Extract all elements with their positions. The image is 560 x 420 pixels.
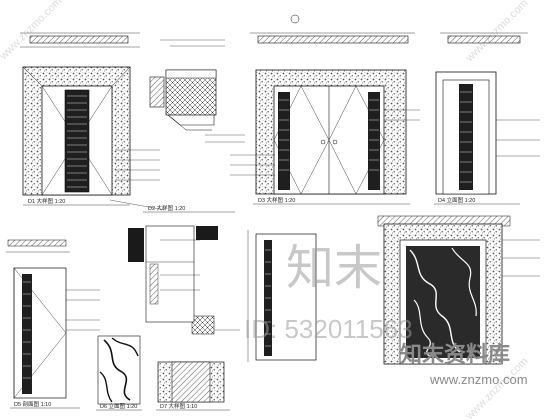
panel-title-2: D2 大样图 1:20 [148, 204, 185, 212]
corner-watermark-right: www.znzmo.com [463, 0, 531, 65]
brand-name: 知末资料库 [400, 342, 510, 367]
panel-title-1: D1 大样图 1:20 [28, 197, 65, 205]
panel-door-elevation-2: D3 大样图 1:20 [230, 14, 420, 205]
panel-section-detail-1: D2 大样图 1:20 [143, 39, 245, 213]
panel-door-elevation-5: D7 大样图 1:10 [156, 230, 317, 411]
corner-watermark-left: www.znzmo.com [0, 0, 64, 63]
panel-title-5: D5 剖面图 1:10 [14, 400, 51, 408]
panel-title-4: D4 立面图 1:20 [438, 196, 475, 204]
panel-door-elevation-6 [377, 215, 540, 365]
watermark-logo: 知末 [286, 242, 382, 295]
watermark-id: ID: 532011563 [244, 314, 413, 344]
panel-door-elevation-1: D1 大样图 1:20 [20, 32, 166, 211]
panel-door-elevation-4: D5 剖面图 1:10 [6, 239, 100, 409]
panel-section-detail-2: D6 立面图 1:20 [96, 225, 240, 411]
panel-door-elevation-3: D4 立面图 1:20 [434, 32, 540, 205]
panel-title-7: D7 大样图 1:10 [160, 402, 197, 410]
panel-title-6: D6 立面图 1:20 [100, 402, 137, 410]
brand-url: www.znzmo.com [429, 372, 528, 387]
panel-title-3: D3 大样图 1:20 [258, 196, 295, 204]
